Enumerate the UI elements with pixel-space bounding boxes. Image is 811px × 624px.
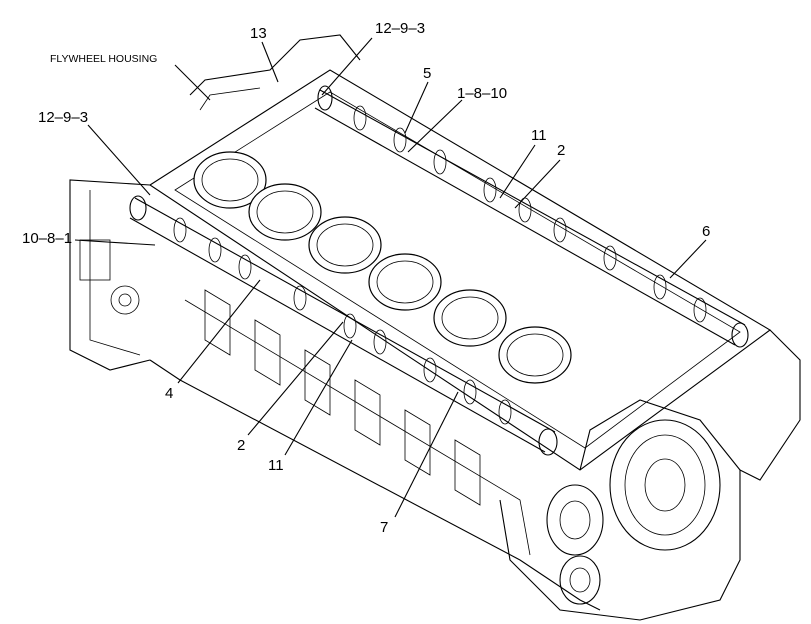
label-13: 13 [250,25,267,42]
label-2-bottom: 2 [237,437,245,454]
label-1-8-10: 1–8–10 [457,85,507,102]
label-12-9-3-top: 12–9–3 [375,20,425,37]
label-2-top: 2 [557,142,565,159]
leader-lines [74,37,707,518]
label-4: 4 [165,385,173,402]
label-11-top: 11 [531,127,547,144]
side-bays [204,289,481,506]
camshaft-lower [129,195,558,456]
label-11-bottom: 11 [268,457,284,474]
callout-labels: FLYWHEEL HOUSING 13 12–9–3 5 1–8–10 11 2… [22,20,710,536]
label-flywheel-housing: FLYWHEEL HOUSING [50,53,157,65]
cylinder-bores [193,151,572,384]
label-7: 7 [380,519,388,536]
label-6: 6 [702,223,710,240]
engine-block [69,34,801,621]
label-12-9-3-left: 12–9–3 [38,109,88,126]
label-5: 5 [423,65,431,82]
camshaft-upper [314,85,749,348]
label-10-8-1: 10–8–1 [22,230,72,247]
